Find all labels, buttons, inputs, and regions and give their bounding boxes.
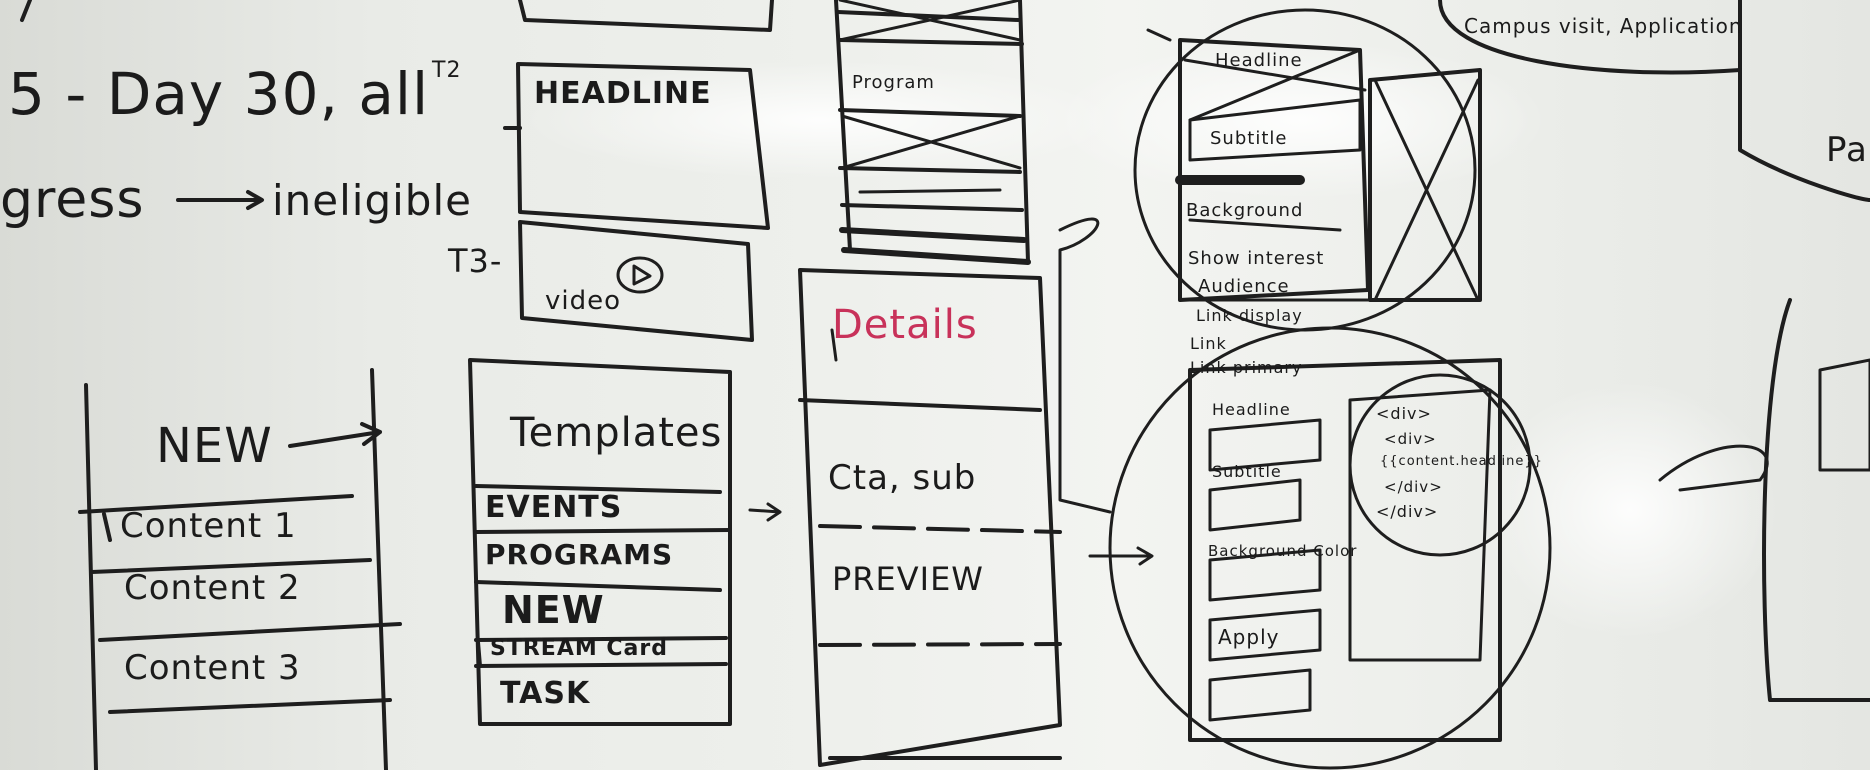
form-top-headline: Headline <box>1215 50 1303 71</box>
note-day-range: 5 - Day 30, all <box>8 60 430 128</box>
form-top-link-primary: Link primary <box>1190 358 1303 377</box>
list-new-title: NEW <box>156 418 273 474</box>
note-campus-visit: Campus visit, Application <box>1464 14 1743 38</box>
code-line-3: {{content.headline}} <box>1380 454 1543 469</box>
code-line-5: </div> <box>1376 502 1439 521</box>
form-top-show-interest: Show interest <box>1188 248 1325 269</box>
form-bottom-headline: Headline <box>1212 400 1291 419</box>
box-video-label: video <box>545 286 622 316</box>
form-bottom-apply: Apply <box>1218 625 1280 649</box>
list-new-item-2: Content 2 <box>124 568 301 608</box>
code-line-2: <div> <box>1384 430 1437 448</box>
label-t3: T3- <box>448 242 503 280</box>
code-line-1: <div> <box>1376 404 1432 423</box>
light-glare <box>520 60 1120 180</box>
column-preview-label: PREVIEW <box>832 560 984 598</box>
note-right-edge: Pa <box>1826 130 1868 170</box>
list-templates-title: Templates <box>510 410 723 456</box>
column-program-label: Program <box>852 72 935 93</box>
note-ineligible: ineligible <box>272 176 472 225</box>
list-new-item-1: Content 1 <box>120 506 297 546</box>
form-bottom-subtitle: Subtitle <box>1212 462 1282 481</box>
list-templates-item-stream-card: STREAM Card <box>490 636 668 661</box>
column-cta-label: Cta, sub <box>828 458 977 498</box>
note-progress: gress <box>0 170 145 230</box>
list-templates-item-new: NEW <box>502 588 605 632</box>
list-new-item-3: Content 3 <box>124 648 301 688</box>
form-top-link: Link <box>1190 334 1227 353</box>
form-bottom-background-color: Background Color <box>1208 542 1358 560</box>
box-headline-label: HEADLINE <box>534 76 712 111</box>
note-superscript: T2 <box>432 58 462 83</box>
column-details-label: Details <box>832 302 978 348</box>
form-top-subtitle: Subtitle <box>1210 128 1288 149</box>
form-top-audience: Audience <box>1198 276 1290 297</box>
light-glare <box>1480 380 1780 640</box>
list-templates-item-programs: PROGRAMS <box>485 538 674 571</box>
code-line-4: </div> <box>1384 478 1443 496</box>
list-templates-item-task: TASK <box>500 676 591 711</box>
form-top-background: Background <box>1186 200 1304 221</box>
form-top-link-display: Link display <box>1196 306 1303 325</box>
list-templates-item-events: EVENTS <box>485 490 623 525</box>
